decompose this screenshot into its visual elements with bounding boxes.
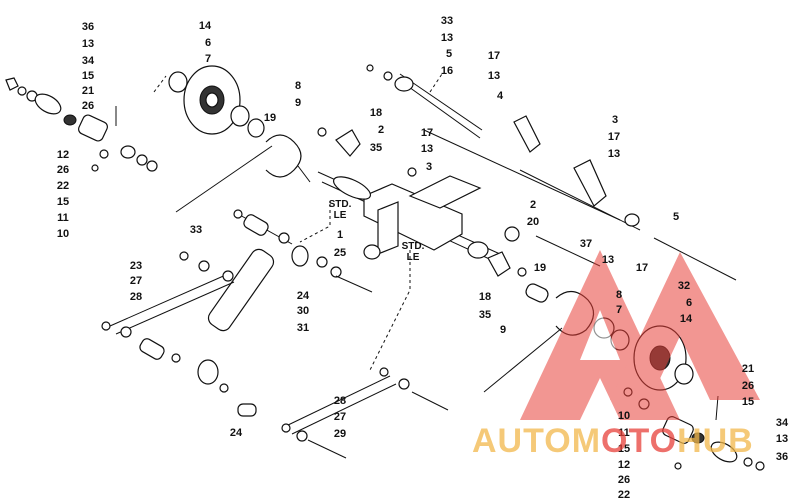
callout-c12a: 12 xyxy=(57,149,69,161)
callout-c26d: 26 xyxy=(618,474,630,486)
callout-c21a: 21 xyxy=(82,85,94,97)
callout-c26b: 26 xyxy=(57,164,69,176)
callout-c33b: 33 xyxy=(190,224,202,236)
callout-c13a: 13 xyxy=(82,38,94,50)
watermark-logo xyxy=(520,250,760,420)
callout-c3b: 3 xyxy=(612,114,618,126)
callout-c15b: 15 xyxy=(57,196,69,208)
callout-c24b: 24 xyxy=(230,427,243,439)
callout-c17b: 17 xyxy=(421,127,433,139)
callout-c5b: 5 xyxy=(673,211,679,223)
callout-c14b: 14 xyxy=(680,313,693,325)
callout-c22b: 22 xyxy=(618,489,630,501)
callout-c11b: 11 xyxy=(618,427,630,439)
callout-c13d: 13 xyxy=(421,143,433,155)
callout-c13b: 13 xyxy=(441,32,453,44)
label-std2: STD. xyxy=(402,241,425,252)
callout-c17c: 17 xyxy=(608,131,620,143)
callout-c35b: 35 xyxy=(479,309,491,321)
callout-c3a: 3 xyxy=(426,161,432,173)
callout-c29a: 29 xyxy=(334,428,346,440)
watermark-brand-right: HUB xyxy=(677,422,754,460)
callout-c7b: 7 xyxy=(616,304,622,316)
callout-c28a: 28 xyxy=(130,291,142,303)
callout-c9b: 9 xyxy=(500,324,506,336)
callout-c16a: 16 xyxy=(441,65,453,77)
label-le1: LE xyxy=(334,210,347,221)
watermark-brand-left: AUTOM xyxy=(472,422,601,460)
callout-c15a: 15 xyxy=(82,70,94,82)
callout-c12b: 12 xyxy=(618,459,630,471)
callout-c8a: 8 xyxy=(295,80,301,92)
callout-c11a: 11 xyxy=(57,212,69,224)
callout-c21b: 21 xyxy=(742,363,754,375)
callout-c15d: 15 xyxy=(618,443,630,455)
callout-c36a: 36 xyxy=(82,21,94,33)
callout-c31a: 31 xyxy=(297,322,309,334)
callout-c26c: 26 xyxy=(742,380,754,392)
callout-c18a: 18 xyxy=(370,107,382,119)
callout-c34a: 34 xyxy=(82,55,95,67)
label-le2: LE xyxy=(407,252,420,263)
callout-c23a: 23 xyxy=(130,260,142,272)
callout-c26a: 26 xyxy=(82,100,94,112)
callout-c34b: 34 xyxy=(776,417,789,429)
callout-c2a: 2 xyxy=(378,124,384,136)
std-le-indicators xyxy=(153,73,443,371)
callout-c20a: 20 xyxy=(527,216,539,228)
callout-c27a: 27 xyxy=(130,275,142,287)
callout-c17d: 17 xyxy=(636,262,648,274)
shock-absorber xyxy=(197,209,381,417)
callout-c17a: 17 xyxy=(488,50,500,62)
callout-c36b: 36 xyxy=(776,451,788,463)
callout-c35a: 35 xyxy=(370,142,382,154)
watermark-brand-middle: OTO xyxy=(601,422,677,460)
upper-idler-wheel xyxy=(168,65,361,213)
link-arms xyxy=(101,251,449,459)
upper-left-hardware xyxy=(5,77,158,172)
callout-c30a: 30 xyxy=(297,305,309,317)
callout-c18b: 18 xyxy=(479,291,491,303)
callout-c15c: 15 xyxy=(742,396,754,408)
callout-c13g: 13 xyxy=(776,433,788,445)
callout-c7a: 7 xyxy=(205,53,211,65)
callout-c37a: 37 xyxy=(580,238,592,250)
callout-c22a: 22 xyxy=(57,180,69,192)
callout-c14a: 14 xyxy=(199,20,212,32)
callout-c6b: 6 xyxy=(686,297,692,309)
callout-c6a: 6 xyxy=(205,37,211,49)
watermark-brand: AUTOMOTOHUB xyxy=(472,422,754,460)
callout-c33a: 33 xyxy=(441,15,453,27)
callout-c13e: 13 xyxy=(608,148,620,160)
callout-c4a: 4 xyxy=(497,90,504,102)
callout-c25a: 25 xyxy=(334,247,346,259)
callout-c10b: 10 xyxy=(618,410,630,422)
callout-c28b: 28 xyxy=(334,395,346,407)
callout-c10a: 10 xyxy=(57,228,69,240)
callout-c8b: 8 xyxy=(616,289,622,301)
center-frame xyxy=(317,64,737,303)
callout-c9a: 9 xyxy=(295,97,301,109)
callout-c2b: 2 xyxy=(530,199,536,211)
callout-c19a: 19 xyxy=(264,112,276,124)
callout-c13f: 13 xyxy=(602,254,614,266)
label-std1: STD. xyxy=(329,199,352,210)
callout-c1a: 1 xyxy=(337,229,343,241)
callout-c32a: 32 xyxy=(678,280,690,292)
callout-c5a: 5 xyxy=(446,48,452,60)
callout-c13c: 13 xyxy=(488,70,500,82)
callout-c27b: 27 xyxy=(334,411,346,423)
callout-c19b: 19 xyxy=(534,262,546,274)
callout-c24a: 24 xyxy=(297,290,310,302)
